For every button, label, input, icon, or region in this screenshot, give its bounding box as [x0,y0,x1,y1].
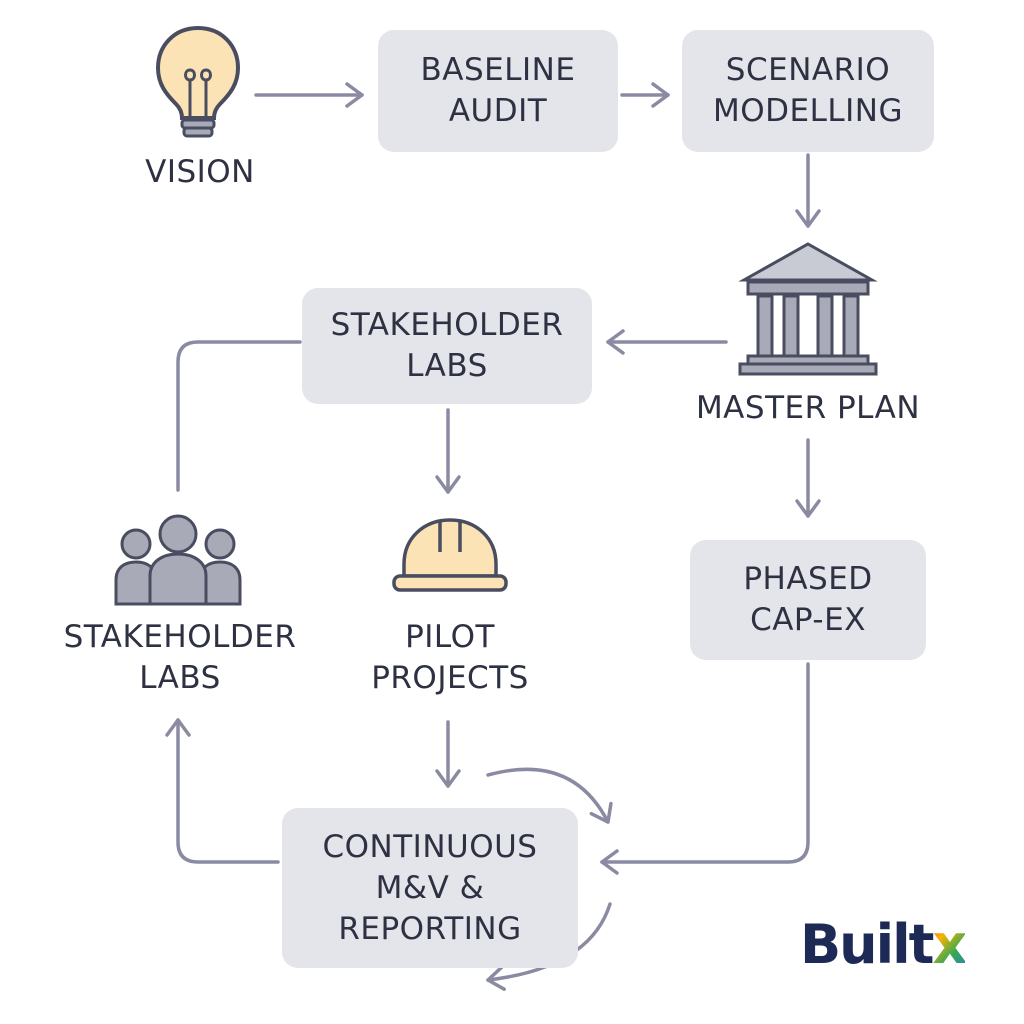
continuous-mv-line2: M&V & [375,869,485,906]
continuous-mv-line1: CONTINUOUS [322,828,538,865]
pilot-projects-line2: PROJECTS [371,660,529,696]
scenario-modelling-line2: MODELLING [712,93,903,129]
continuous-mv-line3: REPORTING [338,910,522,947]
phased-capex-box: PHASED CAP-EX [690,540,926,660]
baseline-audit-line2: AUDIT [448,93,548,129]
arrow-capex-to-continuous [600,662,810,875]
logo-text-main: Built [800,913,934,976]
curved-arrow-loop-top [486,767,613,824]
people-labs-line1: STAKEHOLDER [63,619,297,655]
pilot-projects-line1: PILOT [405,619,495,655]
lightbulb-icon [155,25,241,138]
hard-hat-icon [392,518,508,592]
scenario-modelling-box: SCENARIO MODELLING [682,30,934,152]
vision-label: VISION [110,152,290,193]
baseline-audit-box: BASELINE AUDIT [378,30,618,152]
stakeholder-labs-box: STAKEHOLDER LABS [302,288,592,404]
people-group-icon [114,514,242,606]
phased-capex-line2: CAP-EX [750,602,866,638]
stakeholder-labs-box-line1: STAKEHOLDER [330,307,564,343]
building-icon [738,242,878,376]
arrow-continuous-to-people-labs [165,718,280,864]
baseline-audit-line1: BASELINE [420,52,576,88]
vision-text: VISION [145,154,255,190]
people-labs-line2: LABS [139,660,221,696]
master-plan-text: MASTER PLAN [695,390,921,426]
pilot-projects-label: PILOT PROJECTS [320,617,580,699]
logo-text-accent: x [932,913,967,976]
continuous-mv-box: CONTINUOUS M&V & REPORTING [282,808,578,968]
people-labs-label: STAKEHOLDER LABS [40,617,320,699]
phased-capex-line1: PHASED [743,561,873,597]
master-plan-label: MASTER PLAN [670,388,946,429]
stakeholder-labs-box-line2: LABS [406,348,488,384]
scenario-modelling-line1: SCENARIO [725,52,891,88]
builtx-logo: Builtx [800,918,967,972]
connector-people-labs-to-stakeholder-box [176,340,302,492]
